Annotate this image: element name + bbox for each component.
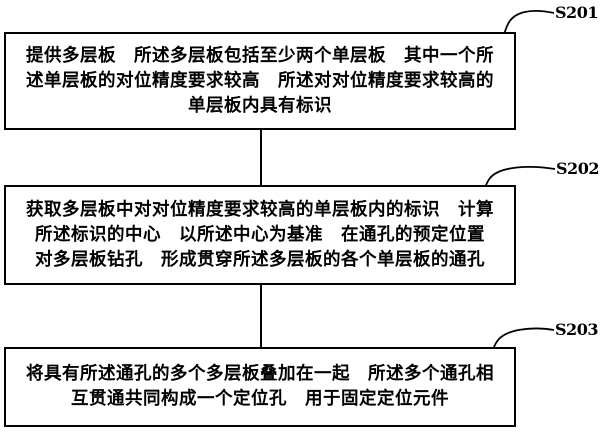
step-label-s202: S202: [556, 159, 599, 178]
step-box-s201: 提供多层板 所述多层板包括至少两个单层板 其中一个所 述单层板的对位精度要求较高…: [4, 32, 516, 130]
step-label-s203: S203: [555, 320, 598, 339]
step-text-line: 对多层板钻孔 形成贯穿所述多层板的各个单层板的通孔: [35, 249, 485, 270]
step-text-line: 获取多层板中对对位精度要求较高的单层板内的标识 计算: [26, 199, 494, 220]
step-text-line: 述单层板的对位精度要求较高 所述对对位精度要求较高的: [26, 70, 494, 91]
step-text-line: 互贯通共同构成一个定位孔 用于固定定位元件: [71, 389, 449, 409]
step-box-s203: 将具有所述通孔的多个多层板叠加在一起 所述多个通孔相 互贯通共同构成一个定位孔 …: [4, 347, 516, 427]
step-box-s202: 获取多层板中对对位精度要求较高的单层板内的标识 计算 所述标识的中心 以所述中心…: [4, 185, 516, 285]
step-text-line: 提供多层板 所述多层板包括至少两个单层板 其中一个所: [26, 45, 494, 66]
step-label-s201: S201: [555, 3, 598, 22]
step-text-line: 所述标识的中心 以所述中心为基准 在通孔的预定位置: [35, 224, 485, 245]
step-text-line: 单层板内具有标识: [188, 95, 332, 116]
step-text-line: 将具有所述通孔的多个多层板叠加在一起 所述多个通孔相: [26, 364, 494, 384]
